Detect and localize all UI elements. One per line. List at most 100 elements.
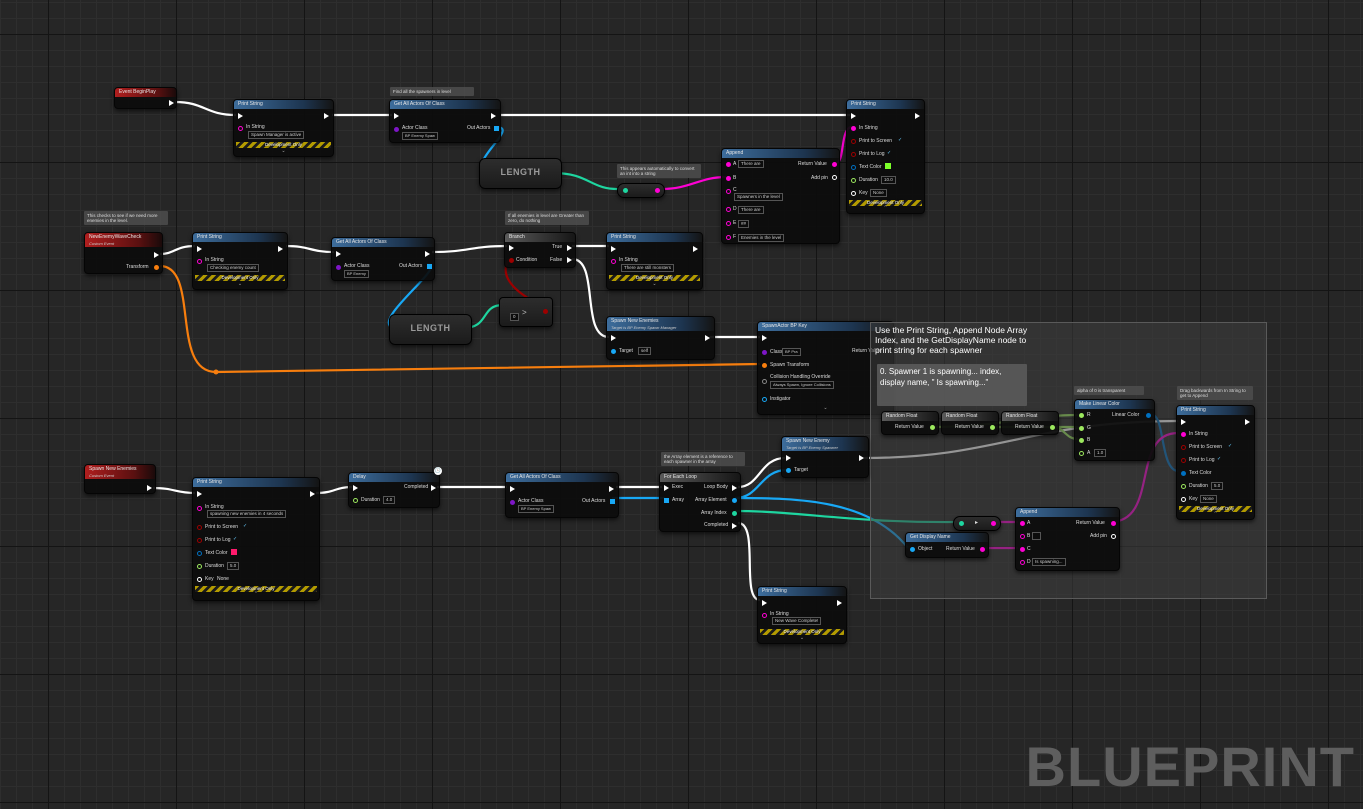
int-in-pin[interactable] [623, 188, 628, 193]
duration-pin[interactable] [1181, 484, 1186, 489]
actor-class-pin[interactable] [394, 127, 399, 132]
add-pin-icon[interactable] [832, 175, 837, 180]
int-in-pin[interactable] [959, 521, 964, 526]
exec-out-pin[interactable] [324, 113, 329, 119]
get-all-actors-node-3[interactable]: Get All Actors Of Class Actor Class BP E… [505, 472, 619, 518]
completed-exec-pin[interactable] [732, 523, 737, 529]
array-index-pin[interactable] [732, 511, 737, 516]
in-string-pin[interactable] [197, 259, 202, 264]
false-exec-pin[interactable] [567, 257, 572, 263]
print-log-pin[interactable] [1181, 458, 1186, 463]
exec-in-pin[interactable] [509, 245, 514, 251]
actor-class-dropdown[interactable]: BP Enemy [344, 270, 369, 278]
in-string-field[interactable]: spawning new enemies in 4 seconds [207, 510, 287, 518]
in-string-pin[interactable] [851, 126, 856, 131]
print-screen-pin[interactable] [197, 525, 202, 530]
condition-pin[interactable] [509, 258, 514, 263]
length-node-2[interactable]: LENGTH [389, 314, 472, 345]
pin-c[interactable] [1020, 547, 1025, 552]
bool-out-pin[interactable] [543, 309, 548, 314]
in-string-pin[interactable] [197, 506, 202, 511]
exec-out-pin[interactable] [310, 491, 315, 497]
append-node-2[interactable]: Append A Return Value B Add pin C D Is s… [1015, 507, 1120, 571]
in-string-field[interactable]: There are still monsters [621, 264, 675, 272]
pin-e[interactable] [726, 221, 731, 226]
print-string-node-4[interactable]: Print String In String There are still m… [606, 232, 703, 290]
pin-c[interactable] [726, 189, 731, 194]
pin-a[interactable] [726, 162, 731, 167]
print-screen-pin[interactable] [1181, 445, 1186, 450]
print-log-pin[interactable] [851, 152, 856, 157]
branch-node[interactable]: Branch True Condition False [504, 232, 576, 268]
checkmark-icon[interactable]: ✓ [243, 523, 248, 529]
text-color-swatch[interactable] [231, 549, 237, 555]
key-field[interactable]: None [870, 189, 887, 197]
exec-in-pin[interactable] [238, 113, 243, 119]
string-out-pin[interactable] [991, 521, 996, 526]
greater-than-node[interactable]: > 0 [499, 297, 553, 327]
exec-in-pin[interactable] [510, 486, 515, 492]
in-string-pin[interactable] [611, 259, 616, 264]
completed-exec-pin[interactable] [431, 485, 436, 491]
text-color-pin[interactable] [1181, 471, 1186, 476]
b-pin[interactable] [1079, 438, 1084, 443]
exec-out-pin[interactable] [915, 113, 920, 119]
pin-a-field[interactable]: There are [738, 160, 764, 168]
out-actors-pin[interactable] [427, 264, 432, 269]
for-each-loop-node[interactable]: For Each Loop Exec Loop Body Array Array… [659, 472, 741, 532]
text-color-pin[interactable] [851, 165, 856, 170]
float-out-pin[interactable] [990, 425, 995, 430]
exec-in-pin[interactable] [394, 113, 399, 119]
exec-out-pin[interactable] [169, 100, 174, 106]
in-string-field[interactable]: Spawn Manager is active [248, 131, 305, 139]
true-exec-pin[interactable] [567, 245, 572, 251]
actor-class-dropdown[interactable]: BP Enemy Spaw [518, 505, 554, 513]
loop-body-exec-pin[interactable] [732, 485, 737, 491]
checkmark-icon[interactable]: ✓ [1228, 443, 1233, 449]
collapse-chevron-icon[interactable]: ⌃ [1213, 511, 1218, 517]
exec-in-pin[interactable] [611, 335, 616, 341]
compare-value-field[interactable]: 0 [510, 313, 519, 321]
in-string-pin[interactable] [1181, 432, 1186, 437]
add-pin-label[interactable]: Add pin [1090, 533, 1107, 539]
in-string-pin[interactable] [762, 613, 767, 618]
exec-out-pin[interactable] [693, 246, 698, 252]
instigator-pin[interactable] [762, 397, 767, 402]
float-out-pin[interactable] [930, 425, 935, 430]
add-pin-icon[interactable] [1111, 534, 1116, 539]
array-pin[interactable] [664, 498, 669, 503]
expand-chevron-icon[interactable]: ⌄ [823, 405, 828, 411]
a-pin[interactable] [1079, 451, 1084, 456]
key-pin[interactable] [851, 191, 856, 196]
checkmark-icon[interactable]: ✓ [1217, 456, 1222, 462]
target-pin[interactable] [786, 468, 791, 473]
exec-out-pin[interactable] [147, 485, 152, 491]
class-dropdown[interactable]: BP Pra [782, 348, 801, 356]
get-all-actors-node-2[interactable]: Get All Actors Of Class Actor Class BP E… [331, 237, 435, 281]
expand-chevron-icon[interactable]: ⌄ [799, 635, 805, 641]
object-pin[interactable] [910, 547, 915, 552]
expand-chevron-icon[interactable]: ⌄ [652, 281, 657, 287]
key-pin[interactable] [1181, 497, 1186, 502]
append-node-1[interactable]: Append A There are Return Value Add pin … [721, 148, 840, 244]
collapse-chevron-icon[interactable]: ⌃ [253, 591, 259, 597]
exec-in-pin[interactable] [786, 455, 791, 461]
print-string-node-3[interactable]: Print String In String Checking enemy co… [192, 232, 288, 290]
float-out-pin[interactable] [1050, 425, 1055, 430]
pin-e-field[interactable]: ## [738, 220, 750, 228]
pin-d[interactable] [1020, 560, 1025, 565]
add-pin-label[interactable]: Add pin [811, 175, 828, 181]
exec-out-pin[interactable] [705, 335, 710, 341]
out-actors-pin[interactable] [494, 126, 499, 131]
collision-dropdown[interactable]: Always Spawn, Ignore Collisions [770, 381, 834, 389]
pin-d-field[interactable]: Is spawning... [1032, 558, 1066, 566]
key-field[interactable]: None [1200, 495, 1217, 503]
print-screen-pin[interactable] [851, 139, 856, 144]
spawn-transform-pin[interactable] [762, 363, 767, 368]
exec-in-pin[interactable] [353, 485, 358, 491]
duration-field[interactable]: 5.0 [227, 562, 240, 570]
duration-pin[interactable] [353, 498, 358, 503]
out-actors-pin[interactable] [610, 499, 615, 504]
